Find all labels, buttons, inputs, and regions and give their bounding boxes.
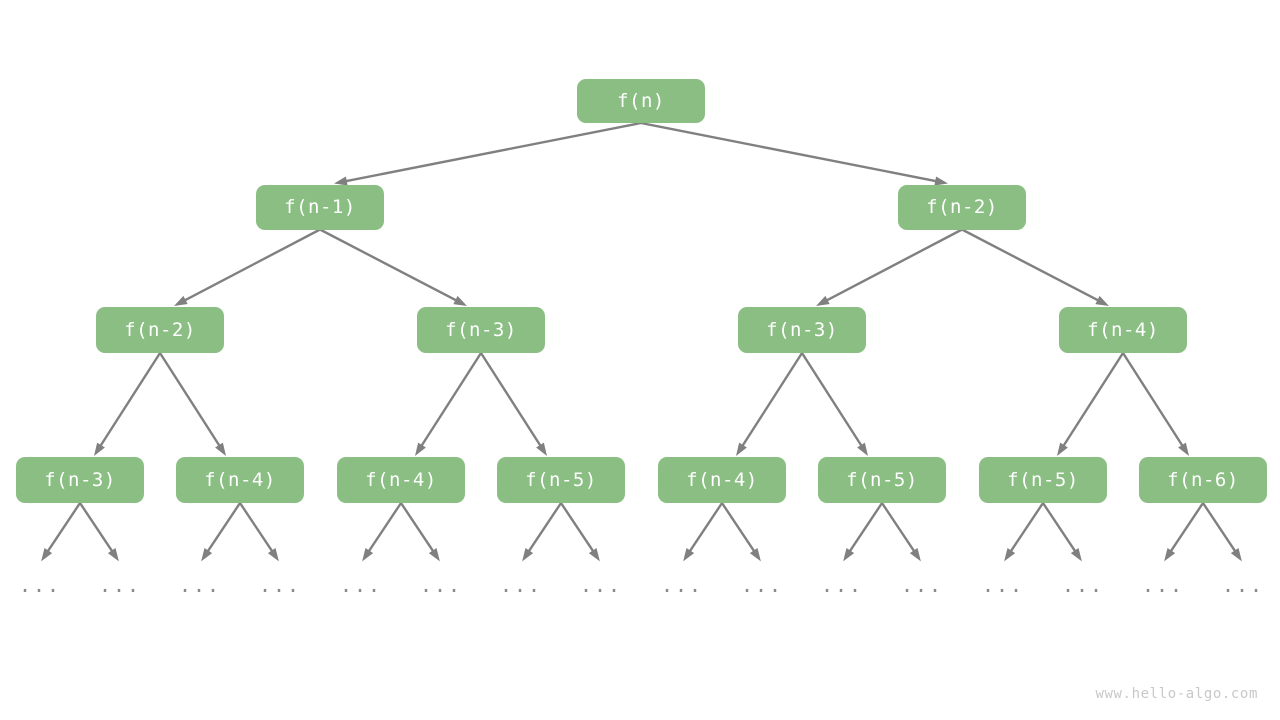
- ellipsis-label: ...: [98, 573, 142, 597]
- leaf-edge: [201, 501, 242, 562]
- ellipsis-label: ...: [820, 573, 864, 597]
- leaf-edge: [1164, 501, 1205, 562]
- tree-edge: [174, 228, 322, 306]
- ellipsis-label: ...: [178, 573, 222, 597]
- ellipsis-label: ...: [258, 573, 302, 597]
- ellipsis-label: ...: [419, 573, 463, 597]
- ellipsis-label: ...: [900, 573, 944, 597]
- tree-node: f(n-2): [96, 307, 224, 353]
- tree-node: f(n): [577, 79, 705, 123]
- leaf-edge: [238, 501, 279, 562]
- leaf-edge: [78, 501, 119, 562]
- ellipsis-label: ...: [1221, 573, 1265, 597]
- leaf-edge: [522, 501, 563, 562]
- leaf-edge: [41, 501, 82, 562]
- tree-edge: [415, 351, 483, 456]
- tree-edge: [639, 121, 948, 186]
- tree-edge: [736, 351, 804, 456]
- watermark: www.hello-algo.com: [1095, 686, 1258, 702]
- tree-edge: [158, 351, 226, 456]
- tree-node: f(n-4): [176, 457, 304, 503]
- tree-edge: [1121, 351, 1189, 456]
- tree-node: f(n-4): [1059, 307, 1187, 353]
- tree-node: f(n-2): [898, 184, 1026, 230]
- leaf-edge: [683, 501, 724, 562]
- tree-node: f(n-5): [979, 457, 1107, 503]
- tree-edge: [1057, 351, 1125, 456]
- tree-node: f(n-1): [256, 184, 384, 230]
- tree-edge: [816, 228, 964, 306]
- ellipsis-label: ...: [660, 573, 704, 597]
- tree-node: f(n-3): [738, 307, 866, 353]
- leaf-edge: [1004, 501, 1045, 562]
- leaf-edge: [1041, 501, 1082, 562]
- leaf-edge: [362, 501, 403, 562]
- leaf-edge: [880, 501, 921, 562]
- tree-edge: [94, 351, 162, 456]
- ellipsis-label: ...: [1141, 573, 1185, 597]
- leaf-edge: [559, 501, 600, 562]
- tree-edge: [479, 351, 547, 456]
- tree-node: f(n-3): [16, 457, 144, 503]
- tree-edge: [800, 351, 868, 456]
- tree-node: f(n-5): [818, 457, 946, 503]
- leaf-edge: [720, 501, 761, 562]
- tree-node: f(n-3): [417, 307, 545, 353]
- tree-node: f(n-5): [497, 457, 625, 503]
- tree-edge: [318, 228, 467, 306]
- tree-edge: [960, 228, 1109, 306]
- tree-node: f(n-4): [337, 457, 465, 503]
- ellipsis-label: ...: [740, 573, 784, 597]
- ellipsis-label: ...: [1061, 573, 1105, 597]
- leaf-edge: [843, 501, 884, 562]
- leaf-edge: [1201, 501, 1242, 562]
- ellipsis-label: ...: [339, 573, 383, 597]
- ellipsis-label: ...: [499, 573, 543, 597]
- tree-node: f(n-6): [1139, 457, 1267, 503]
- leaf-edge: [399, 501, 440, 562]
- ellipsis-label: ...: [981, 573, 1025, 597]
- ellipsis-label: ...: [579, 573, 623, 597]
- ellipsis-label: ...: [18, 573, 62, 597]
- tree-node: f(n-4): [658, 457, 786, 503]
- tree-edge: [334, 121, 643, 186]
